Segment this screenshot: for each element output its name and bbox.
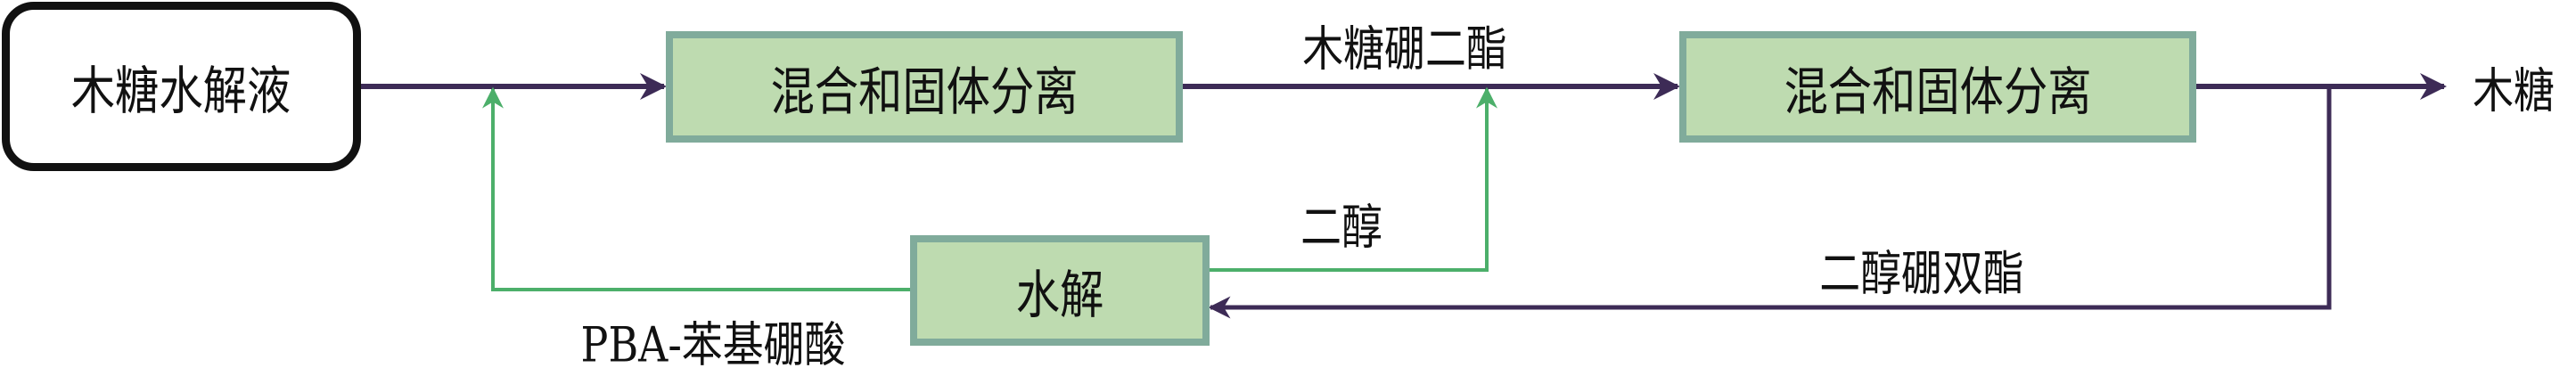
node-mix-separate-2: 混合和固体分离 [1679,31,2196,143]
node-xylose-hydrolysate: 木糖水解液 [2,2,361,171]
node-mix-separate-1: 混合和固体分离 [666,31,1183,143]
xylose-boronate-label: 木糖硼二酯 [1302,20,1507,78]
node-label: 木糖水解液 [71,61,291,121]
arrow-pba-recycle [482,86,912,291]
diol-boronate-label: 二醇硼双酯 [1819,245,2024,302]
arrow-diol-boronate-to-hydrolysis [1208,86,2332,319]
node-label: 混合和固体分离 [1784,61,2092,122]
diol-label: 二醇 [1300,199,1382,256]
node-label: 水解 [1015,265,1104,325]
output-xylose-label: 木糖 [2473,62,2555,119]
node-hydrolysis: 水解 [910,235,1210,346]
arrow-diol-recycle [1208,86,1497,272]
node-label: 混合和固体分离 [770,61,1079,122]
pba-label: PBA-苯基硼酸 [580,316,846,373]
